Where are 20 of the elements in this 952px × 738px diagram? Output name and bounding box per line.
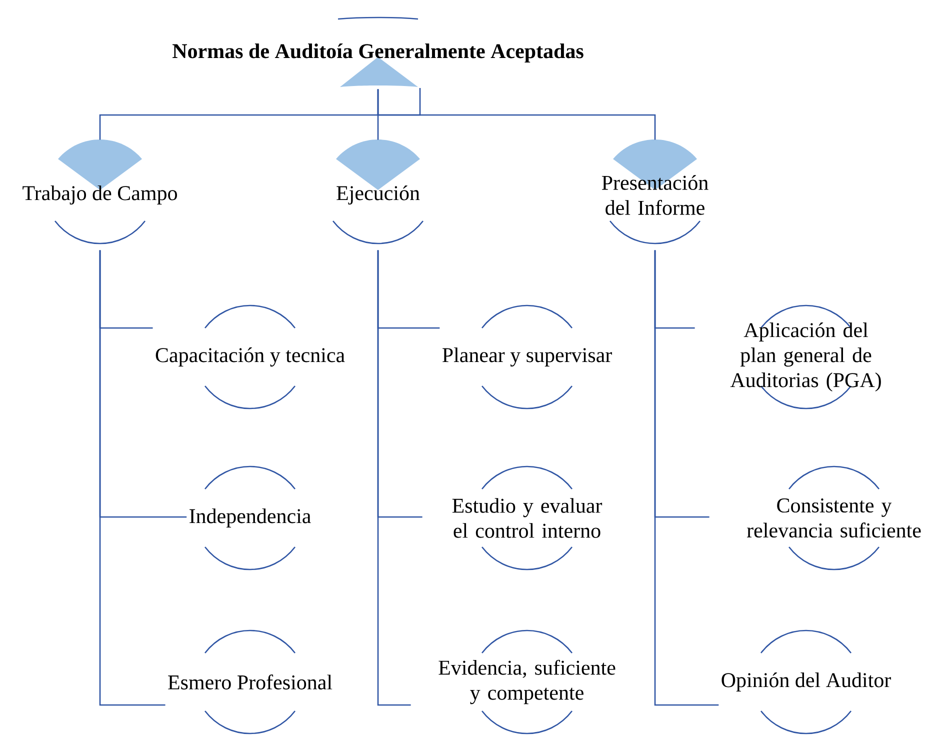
item-node: Opinión del Auditor [722,630,891,734]
item-node: Consistente y relevancia suficiente [746,466,921,570]
category-node: Trabajo de Campo [22,140,177,244]
connector-line [377,250,411,706]
item-node: Planear y supervisar [442,304,612,410]
node-label: Normas de Auditoía Generalmente Aceptadas [172,43,584,63]
connector-line [99,250,166,706]
item-node: Aplicación del plan general de Auditorias (PGA) [730,304,881,410]
connector-line [654,250,719,706]
category-node: Presentación del Informe [602,140,708,244]
item-node: Independencia [190,466,311,570]
item-node: Evidencia, suficiente y competente [438,630,616,734]
title-node: Normas de Auditoía Generalmente Aceptadas [172,16,584,87]
item-node: Capacitación y tecnica [156,304,345,410]
node-label: del Informe [606,200,704,215]
node-label: Trabajo de Campo [22,185,177,205]
connector-line [377,89,656,140]
category-node: Ejecución [332,140,424,244]
item-node: Estudio y evaluar el control interno [452,466,602,570]
item-node: Esmero Profesional [168,630,332,734]
